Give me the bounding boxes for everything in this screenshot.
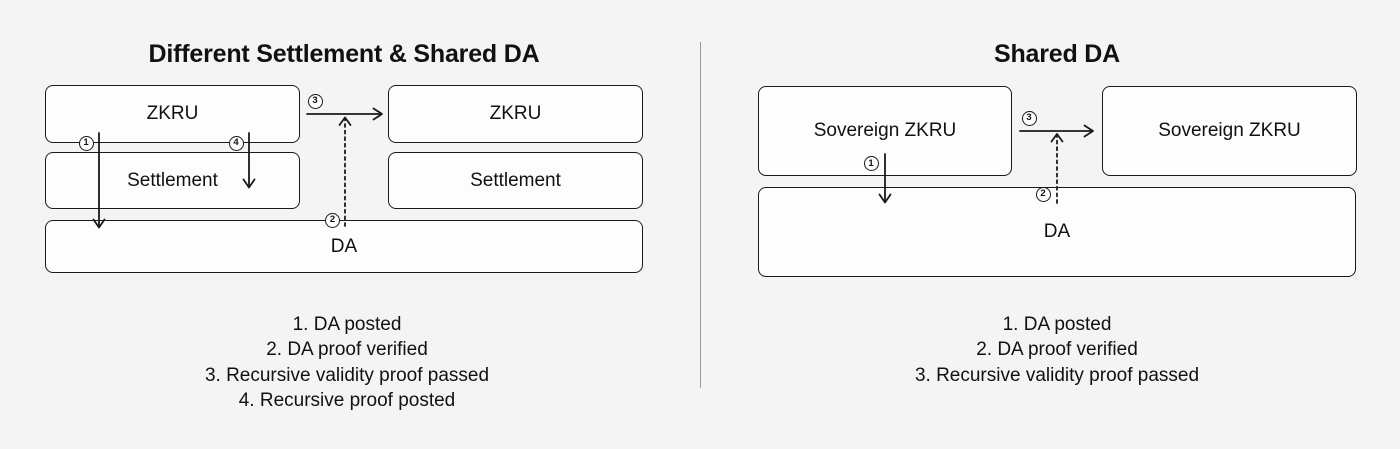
box-settlement-right-label: Settlement: [470, 169, 561, 191]
step-marker-3-left: 3: [307, 93, 323, 109]
arrow-recursive-validity-proof-right: [1019, 124, 1094, 138]
box-settlement-left: Settlement: [45, 152, 300, 209]
box-sovereign-zkru-left: Sovereign ZKRU: [758, 86, 1012, 176]
panel-divider: [700, 42, 701, 388]
box-zkru-left-label: ZKRU: [146, 103, 199, 124]
step-marker-4-left: 4: [228, 135, 244, 151]
box-da-right-panel-label: DA: [1043, 221, 1071, 242]
box-sovereign-zkru-right-label: Sovereign ZKRU: [1158, 120, 1301, 141]
legend-line: 2. DA proof verified: [266, 339, 428, 361]
step-marker-1-left: 1: [78, 135, 94, 151]
step-marker-2-right: 2: [1035, 186, 1051, 202]
box-da-right-panel: DA: [758, 187, 1356, 277]
box-settlement-right: Settlement: [388, 152, 643, 209]
legend-line: 2. DA proof verified: [976, 339, 1138, 361]
step-marker-2-left: 2: [325, 212, 340, 228]
legend-line: 3. Recursive validity proof passed: [914, 364, 1200, 386]
legend-line: 1. DA posted: [292, 314, 402, 335]
legend-right: 1. DA posted 2. DA proof verified 3. Rec…: [915, 312, 1199, 388]
right-panel-title: Shared DA: [993, 40, 1121, 68]
legend-line: 4. Recursive proof posted: [238, 389, 456, 411]
box-zkru-right-label: ZKRU: [489, 103, 542, 124]
box-settlement-left-label: Settlement: [127, 169, 218, 191]
left-panel-title: Different Settlement & Shared DA: [148, 40, 540, 68]
legend-line: 3. Recursive validity proof passed: [204, 364, 490, 386]
box-da-left-panel: DA: [45, 220, 643, 273]
box-da-left-panel-label: DA: [330, 235, 358, 257]
box-zkru-left: ZKRU: [45, 85, 300, 143]
box-sovereign-zkru-left-label: Sovereign ZKRU: [813, 120, 957, 141]
step-marker-3-right: 3: [1021, 110, 1037, 126]
box-sovereign-zkru-right: Sovereign ZKRU: [1102, 86, 1357, 176]
legend-left: 1. DA posted 2. DA proof verified 3. Rec…: [205, 312, 489, 413]
legend-line: 1. DA posted: [1002, 314, 1112, 335]
box-zkru-right: ZKRU: [388, 85, 643, 143]
arrow-recursive-validity-proof-left: [306, 107, 383, 121]
step-marker-1-right: 1: [863, 156, 879, 171]
arrow-da-proof-verified-left: [338, 116, 352, 227]
